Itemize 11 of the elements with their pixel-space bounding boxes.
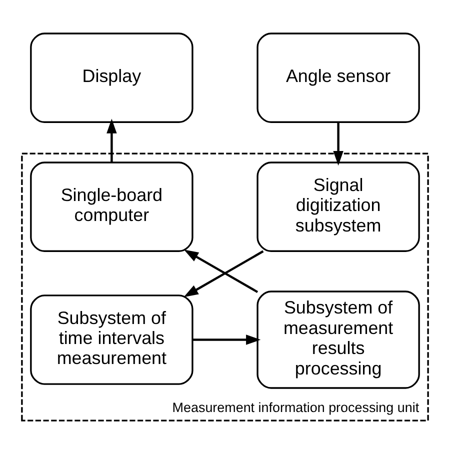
arrow [192,334,261,344]
node-box: Subsystem of time intervals measurement [30,294,194,384]
node-box: Single-board computer [30,161,194,252]
arrow [333,122,344,166]
node-box: Subsystem of measurement results processing [256,290,420,388]
arrow [106,118,117,162]
arrow [184,250,264,297]
node-box: Signal digitization subsystem [256,161,420,252]
node-box: Angle sensor [256,32,420,122]
node-box: Display [30,32,194,122]
arrow [184,249,258,293]
